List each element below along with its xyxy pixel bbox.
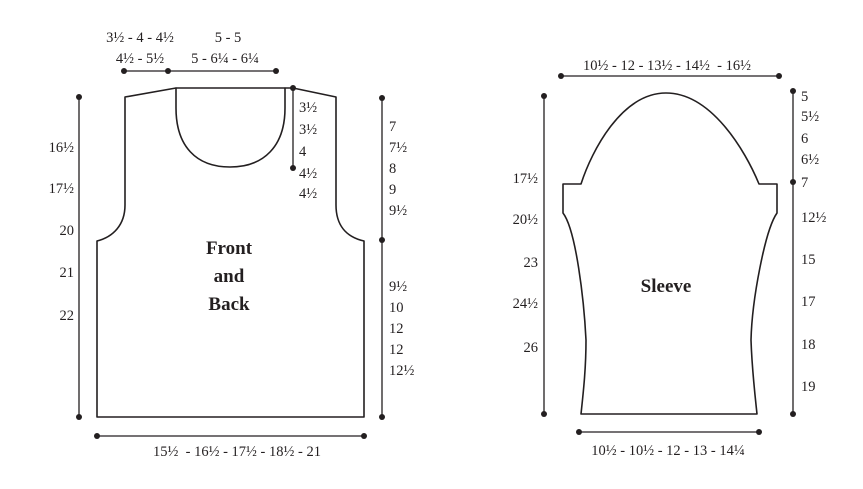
neckline-curve <box>175 87 286 168</box>
neck-depth-value: 3½ <box>299 122 317 138</box>
dimension-dot <box>558 73 564 79</box>
front-back-title-line-2: and <box>214 266 245 287</box>
side-length-value: 9½ <box>389 279 407 295</box>
dimension-dot <box>576 429 582 435</box>
total-length-value: 16½ <box>49 140 75 156</box>
dimension-dot <box>121 68 127 74</box>
side-length-value: 12½ <box>389 363 415 379</box>
dimension-dot <box>541 93 547 99</box>
dimension-dot <box>776 73 782 79</box>
side-length-value: 12 <box>389 342 404 358</box>
front-back-title-line-3: Back <box>208 294 250 315</box>
cap-height-value: 6 <box>801 131 808 147</box>
dimension-dot <box>790 179 796 185</box>
dimension-dot <box>379 95 385 101</box>
neck-depth-value: 4½ <box>299 166 317 182</box>
underarm-length-value: 15 <box>801 252 816 268</box>
dimension-dot <box>165 68 171 74</box>
cap-height-value: 7 <box>801 175 808 191</box>
underarm-length-value: 19 <box>801 379 816 395</box>
neck-depth-value: 4 <box>299 144 307 160</box>
sleeve-length-value: 26 <box>524 340 539 356</box>
armhole-depth-value: 7½ <box>389 140 407 156</box>
armhole-depth-value: 8 <box>389 161 396 177</box>
dimension-dot <box>290 165 296 171</box>
dimension-dot <box>94 433 100 439</box>
cap-height-value: 5 <box>801 89 808 105</box>
dimension-dot <box>379 414 385 420</box>
cuff-width-label: 10½ - 10½ - 12 - 13 - 14¼ <box>591 443 745 459</box>
dimension-dot <box>379 237 385 243</box>
neck-width-label-top: 5 - 5 <box>215 30 242 46</box>
dimension-dot <box>273 68 279 74</box>
underarm-length-value: 17 <box>801 294 816 310</box>
side-length-value: 10 <box>389 300 404 316</box>
cap-height-value: 6½ <box>801 152 819 168</box>
sleeve-piece: Sleeve 10½ - 12 - 13½ - 14½ - 16½ 17½ 20… <box>513 58 827 459</box>
sleeve-length-value: 17½ <box>513 171 539 187</box>
armhole-depth-value: 7 <box>389 119 396 135</box>
underarm-length-value: 18 <box>801 337 816 353</box>
armhole-depth-value: 9 <box>389 182 396 198</box>
sleeve-length-value: 20½ <box>513 212 539 228</box>
dimension-dot <box>790 88 796 94</box>
dimension-dot <box>790 411 796 417</box>
dimension-dot <box>541 411 547 417</box>
total-length-value: 20 <box>60 223 75 239</box>
sleeve-title: Sleeve <box>641 276 692 297</box>
shoulder-width-label-top: 3½ - 4 - 4½ <box>106 30 174 46</box>
underarm-length-value: 12½ <box>801 210 827 226</box>
side-length-value: 12 <box>389 321 404 337</box>
dimension-dot <box>290 85 296 91</box>
total-length-value: 21 <box>60 265 75 281</box>
sleeve-length-value: 24½ <box>513 296 539 312</box>
front-back-title-line-1: Front <box>206 238 253 259</box>
neck-depth-value: 4½ <box>299 186 317 202</box>
dimension-dot <box>76 94 82 100</box>
total-length-value: 22 <box>60 308 75 324</box>
sleeve-top-width-label: 10½ - 12 - 13½ - 14½ - 16½ <box>583 58 751 74</box>
body-width-label: 15½ - 16½ - 17½ - 18½ - 21 <box>153 444 321 460</box>
sleeve-outline <box>562 92 778 415</box>
cap-height-value: 5½ <box>801 109 819 125</box>
armhole-depth-value: 9½ <box>389 203 407 219</box>
neck-depth-value: 3½ <box>299 100 317 116</box>
dimension-dot <box>756 429 762 435</box>
dimension-dot <box>361 433 367 439</box>
total-length-value: 17½ <box>49 181 75 197</box>
neck-width-label-bottom: 5 - 6¼ - 6¼ <box>191 51 259 67</box>
shoulder-width-label-bottom: 4½ - 5½ <box>116 51 164 67</box>
front-back-piece: Front and Back 3½ - 4 - 4½ 4½ - 5½ 5 - 5… <box>49 30 415 460</box>
sleeve-length-value: 23 <box>524 255 539 271</box>
dimension-dot <box>76 414 82 420</box>
